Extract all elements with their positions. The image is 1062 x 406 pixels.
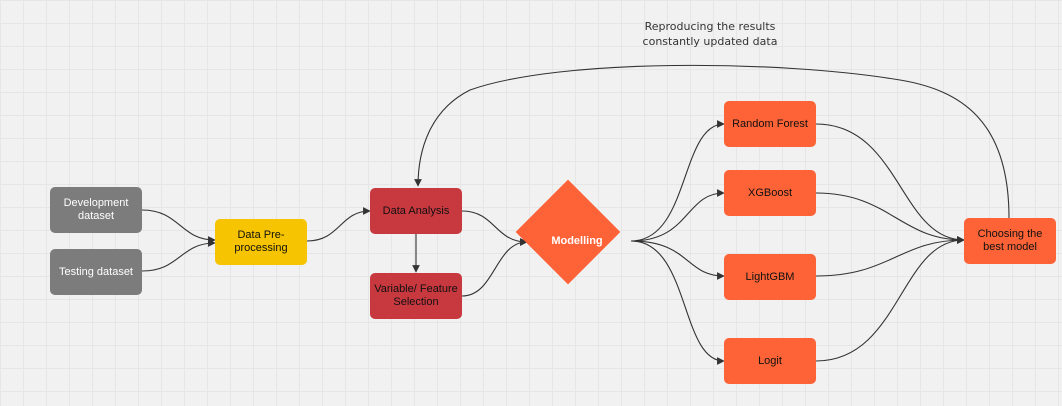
node-data-analysis[interactable]: Data Analysis xyxy=(370,188,462,234)
edge-testing-to-preprocessing xyxy=(141,239,216,272)
node-modelling-label: Modelling xyxy=(551,235,603,247)
node-data-preprocessing[interactable]: Data Pre-processing xyxy=(215,219,307,265)
node-choosing-best-model[interactable]: Choosing the best model xyxy=(964,218,1056,264)
edge-selection-to-modelling xyxy=(461,238,528,297)
edge-random-forest-to-choice xyxy=(815,123,965,244)
edge-xgboost-to-choice xyxy=(815,192,965,244)
edge-lightgbm-to-choice xyxy=(815,236,965,277)
annotation-line-1: Reproducing the results xyxy=(644,20,776,33)
node-development-dataset[interactable]: Development dataset xyxy=(50,187,142,233)
edge-logit-to-choice xyxy=(815,236,965,362)
feedback-annotation: Reproducing the results constantly updat… xyxy=(620,20,800,50)
node-random-forest[interactable]: Random Forest xyxy=(724,101,816,147)
node-lightgbm[interactable]: LightGBM xyxy=(724,254,816,300)
edge-modelling-to-random-forest xyxy=(630,120,725,242)
node-testing-dataset[interactable]: Testing dataset xyxy=(50,249,142,295)
annotation-line-2: constantly updated data xyxy=(642,34,778,48)
node-feature-selection[interactable]: Variable/ Feature Selection xyxy=(370,273,462,319)
edge-modelling-to-logit xyxy=(630,240,725,365)
edge-modelling-to-xgboost xyxy=(630,189,725,242)
edge-feedback-loop xyxy=(414,64,1010,219)
edge-analysis-to-modelling xyxy=(461,210,528,246)
edge-modelling-to-lightgbm xyxy=(630,240,725,280)
edge-development-to-preprocessing xyxy=(141,209,216,244)
edge-preprocessing-to-analysis xyxy=(306,207,371,242)
node-xgboost[interactable]: XGBoost xyxy=(724,170,816,216)
node-logit[interactable]: Logit xyxy=(724,338,816,384)
